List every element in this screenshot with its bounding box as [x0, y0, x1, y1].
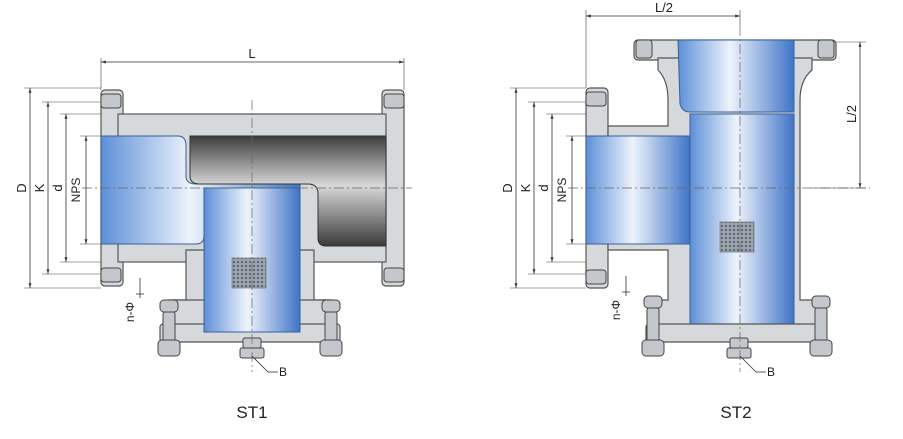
st1-right-bolt — [319, 299, 343, 357]
st2-dim-nps: NPS — [555, 178, 569, 203]
st2-vertical-chamber — [677, 39, 795, 113]
st2-inlet-passage — [585, 135, 691, 245]
st1-dim-l: L — [248, 46, 255, 61]
st2-screen-mesh — [719, 221, 755, 253]
st2-dim-l2-top: L/2 — [655, 0, 673, 15]
st2-dim-n-phi: n-Φ — [609, 300, 623, 320]
st2-caption: ST2 — [720, 403, 751, 422]
st2-dim-d-outer: D — [500, 183, 515, 192]
st2-dim-k: K — [518, 183, 533, 192]
st1-dim-n-phi: n-Φ — [123, 302, 137, 322]
st1-dim-d-face: d — [50, 184, 65, 191]
st2-label-b: B — [767, 365, 775, 379]
st1-dim-k: K — [32, 183, 47, 192]
st1-screen-mesh — [231, 257, 267, 289]
st2-right-bolt — [809, 295, 833, 357]
figure-st1: L D K d NPS n-Φ B ST1 — [14, 46, 412, 422]
st1-left-bolt — [157, 299, 181, 357]
st1-label-b: B — [279, 365, 287, 379]
st2-left-bolt — [641, 295, 665, 357]
st1-dim-d-outer: D — [14, 183, 29, 192]
st2-drain-plug — [726, 337, 752, 359]
st2-dim-d-face: d — [536, 184, 551, 191]
st1-dim-nps: NPS — [69, 178, 83, 203]
figure-st2: L/2 L/2 D K d NPS n-Φ B ST2 — [500, 0, 870, 422]
st1-caption: ST1 — [236, 403, 267, 422]
st2-dim-l2-side: L/2 — [844, 105, 859, 123]
